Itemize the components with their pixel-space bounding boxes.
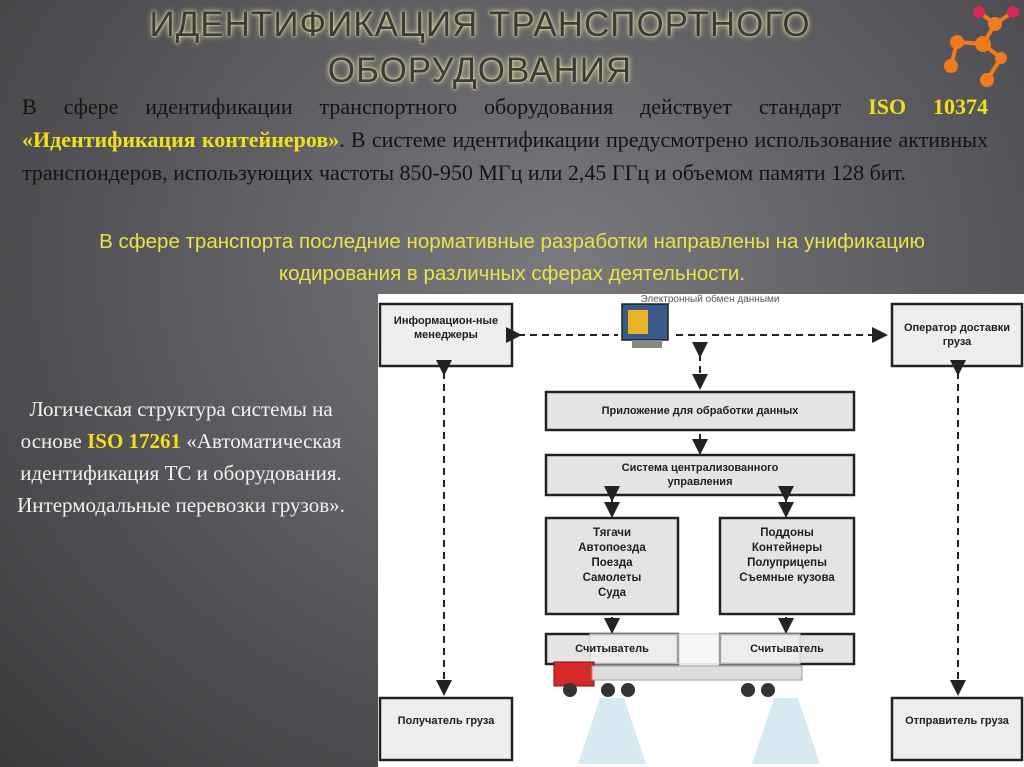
logical-structure-diagram: Электронный обмен данными Информацион-ны… — [378, 294, 1024, 767]
reader-beam-left — [578, 698, 646, 764]
para1-text-end: . В системе идентификации предусмотрено … — [22, 127, 988, 185]
vehicles-label: Тягачи Автопоезда Поезда Самолеты Суда — [578, 527, 646, 599]
slide-title: ИДЕНТИФИКАЦИЯ ТРАНСПОРТНОГО ОБОРУДОВАНИЯ — [149, 5, 811, 90]
receiver-box — [378, 696, 514, 762]
caption-text-start: Логическая структура системы на основе — [20, 397, 333, 453]
reader-left-label: Считыватель — [575, 643, 649, 655]
receiver-label: Получатель груза — [397, 715, 495, 727]
operator-label: Оператор доставки груза — [903, 322, 1011, 348]
truck-icon — [553, 633, 803, 697]
central-box — [544, 453, 856, 497]
reader-beam-right — [752, 698, 820, 764]
diagram-caption: Логическая структура системы на основе I… — [16, 393, 346, 521]
operator-box — [890, 302, 1024, 368]
info-managers-box — [378, 302, 514, 368]
containers-label: Поддоны Контейнеры Полуприцепы Съемные к… — [739, 527, 835, 584]
app-label: Приложение для обработки данных — [601, 405, 799, 417]
reader-right-label: Считыватель — [750, 643, 824, 655]
standard-paragraph: В сфере идентификации транспортного обор… — [22, 90, 988, 189]
info-managers-label: Информацион-ные менеджеры — [393, 315, 499, 341]
iso-10374-highlight: ISO 10374 «Идентификация контейнеров» — [22, 94, 988, 152]
caption-text-end: «Автоматическая идентификация ТС и обору… — [17, 429, 345, 517]
vehicles-box — [544, 516, 680, 616]
iso-17261-highlight: ISO 17261 — [87, 429, 182, 453]
computer-icon — [621, 303, 669, 348]
diagram-lines — [378, 302, 1024, 764]
molecule-logo-icon — [944, 6, 1019, 87]
app-box — [544, 390, 856, 432]
para1-text-start: В сфере идентификации транспортного обор… — [22, 94, 869, 119]
sender-label: Отправитель груза — [905, 715, 1009, 727]
central-label: Система централизованного управления — [621, 462, 779, 488]
regulation-note: В сфере транспорта последние нормативные… — [99, 230, 925, 285]
containers-box — [718, 516, 856, 616]
sender-box — [890, 696, 1024, 762]
edi-caption: Электронный обмен данными — [640, 294, 780, 305]
